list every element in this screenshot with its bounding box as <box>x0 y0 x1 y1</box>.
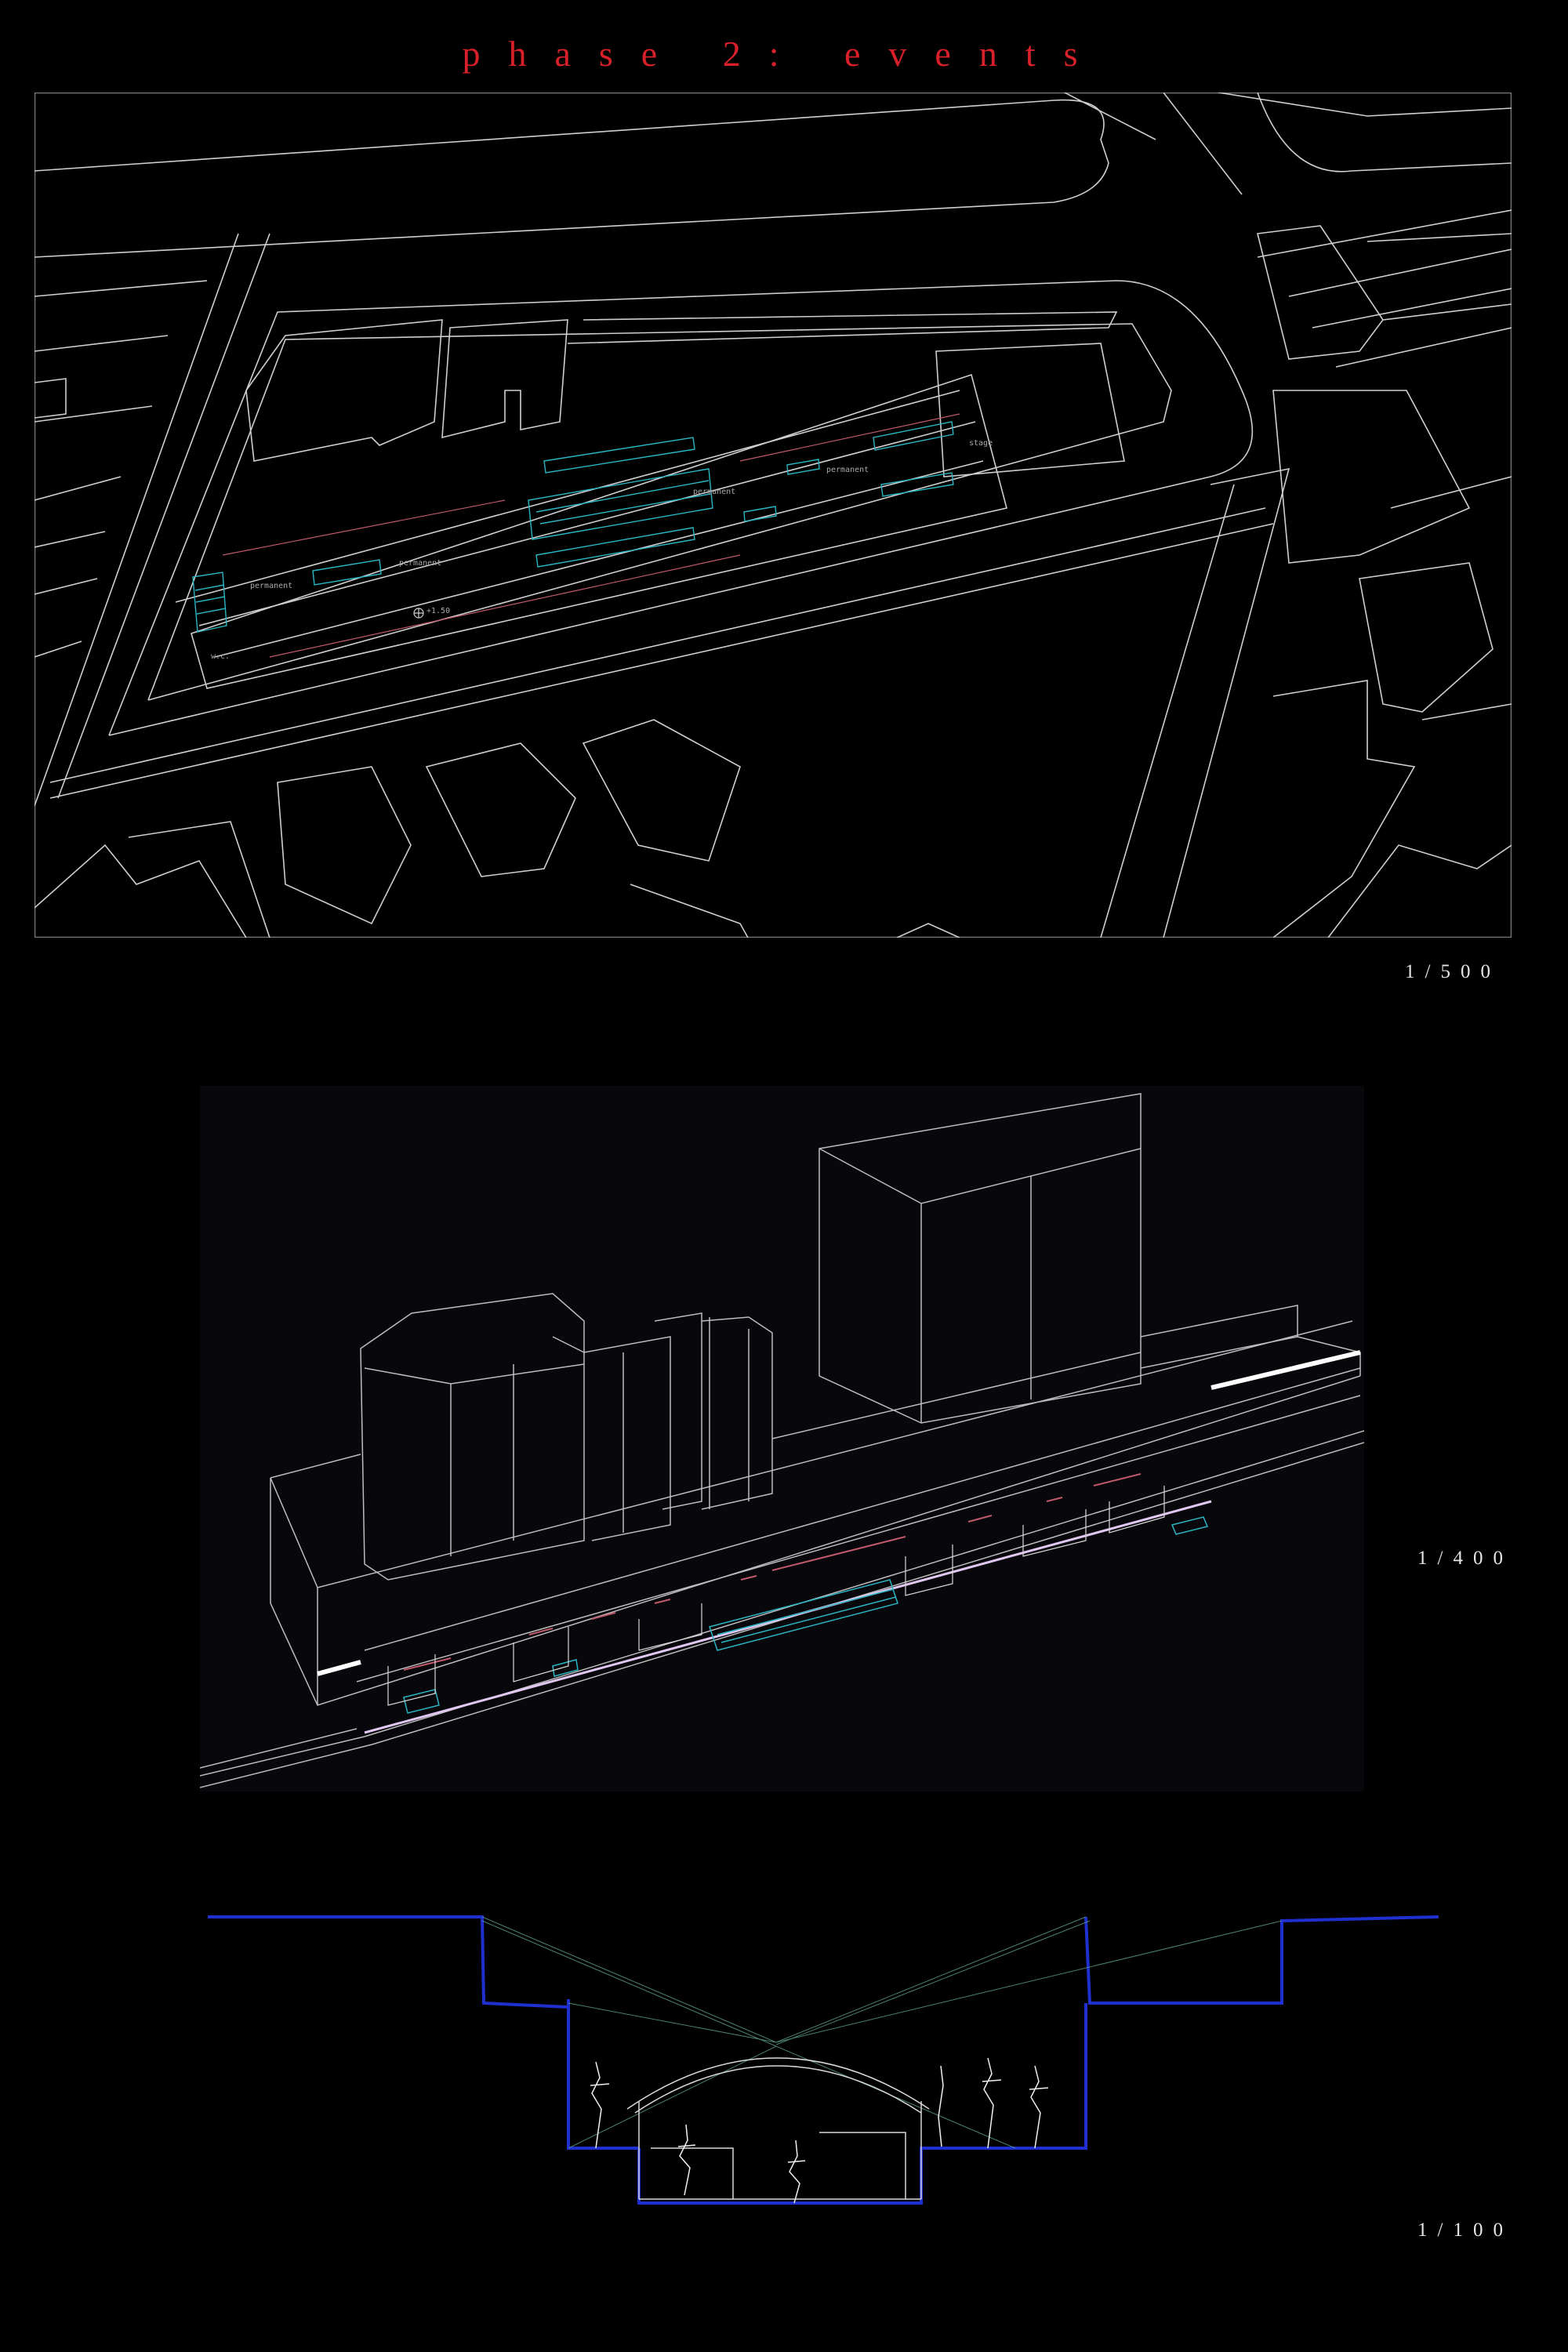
scale-label-axonometric: 1/400 <box>1417 1548 1513 1569</box>
plan-label-stage: stage <box>969 439 993 448</box>
plan-label-permanent: permanent <box>826 466 869 474</box>
section-drawing <box>208 1915 1439 2205</box>
plan-label-level: +1.50 <box>426 607 450 615</box>
plan-label-permanent: permanent <box>399 559 441 568</box>
plan-label-wc: w.c. <box>211 652 230 661</box>
page-title: phase 2: events <box>462 34 1106 74</box>
scale-label-section: 1/100 <box>1417 2220 1513 2241</box>
scale-label-plan: 1/500 <box>1405 961 1501 982</box>
plan-label-permanent: permanent <box>250 582 292 590</box>
plan-label-permanent: permanent <box>693 488 735 496</box>
site-plan-drawing: permanent permanent permanent permanent … <box>34 93 1512 938</box>
axonometric-drawing <box>200 1086 1364 1791</box>
human-figure-icon <box>590 2057 1049 2204</box>
level-marker-icon <box>413 608 424 619</box>
